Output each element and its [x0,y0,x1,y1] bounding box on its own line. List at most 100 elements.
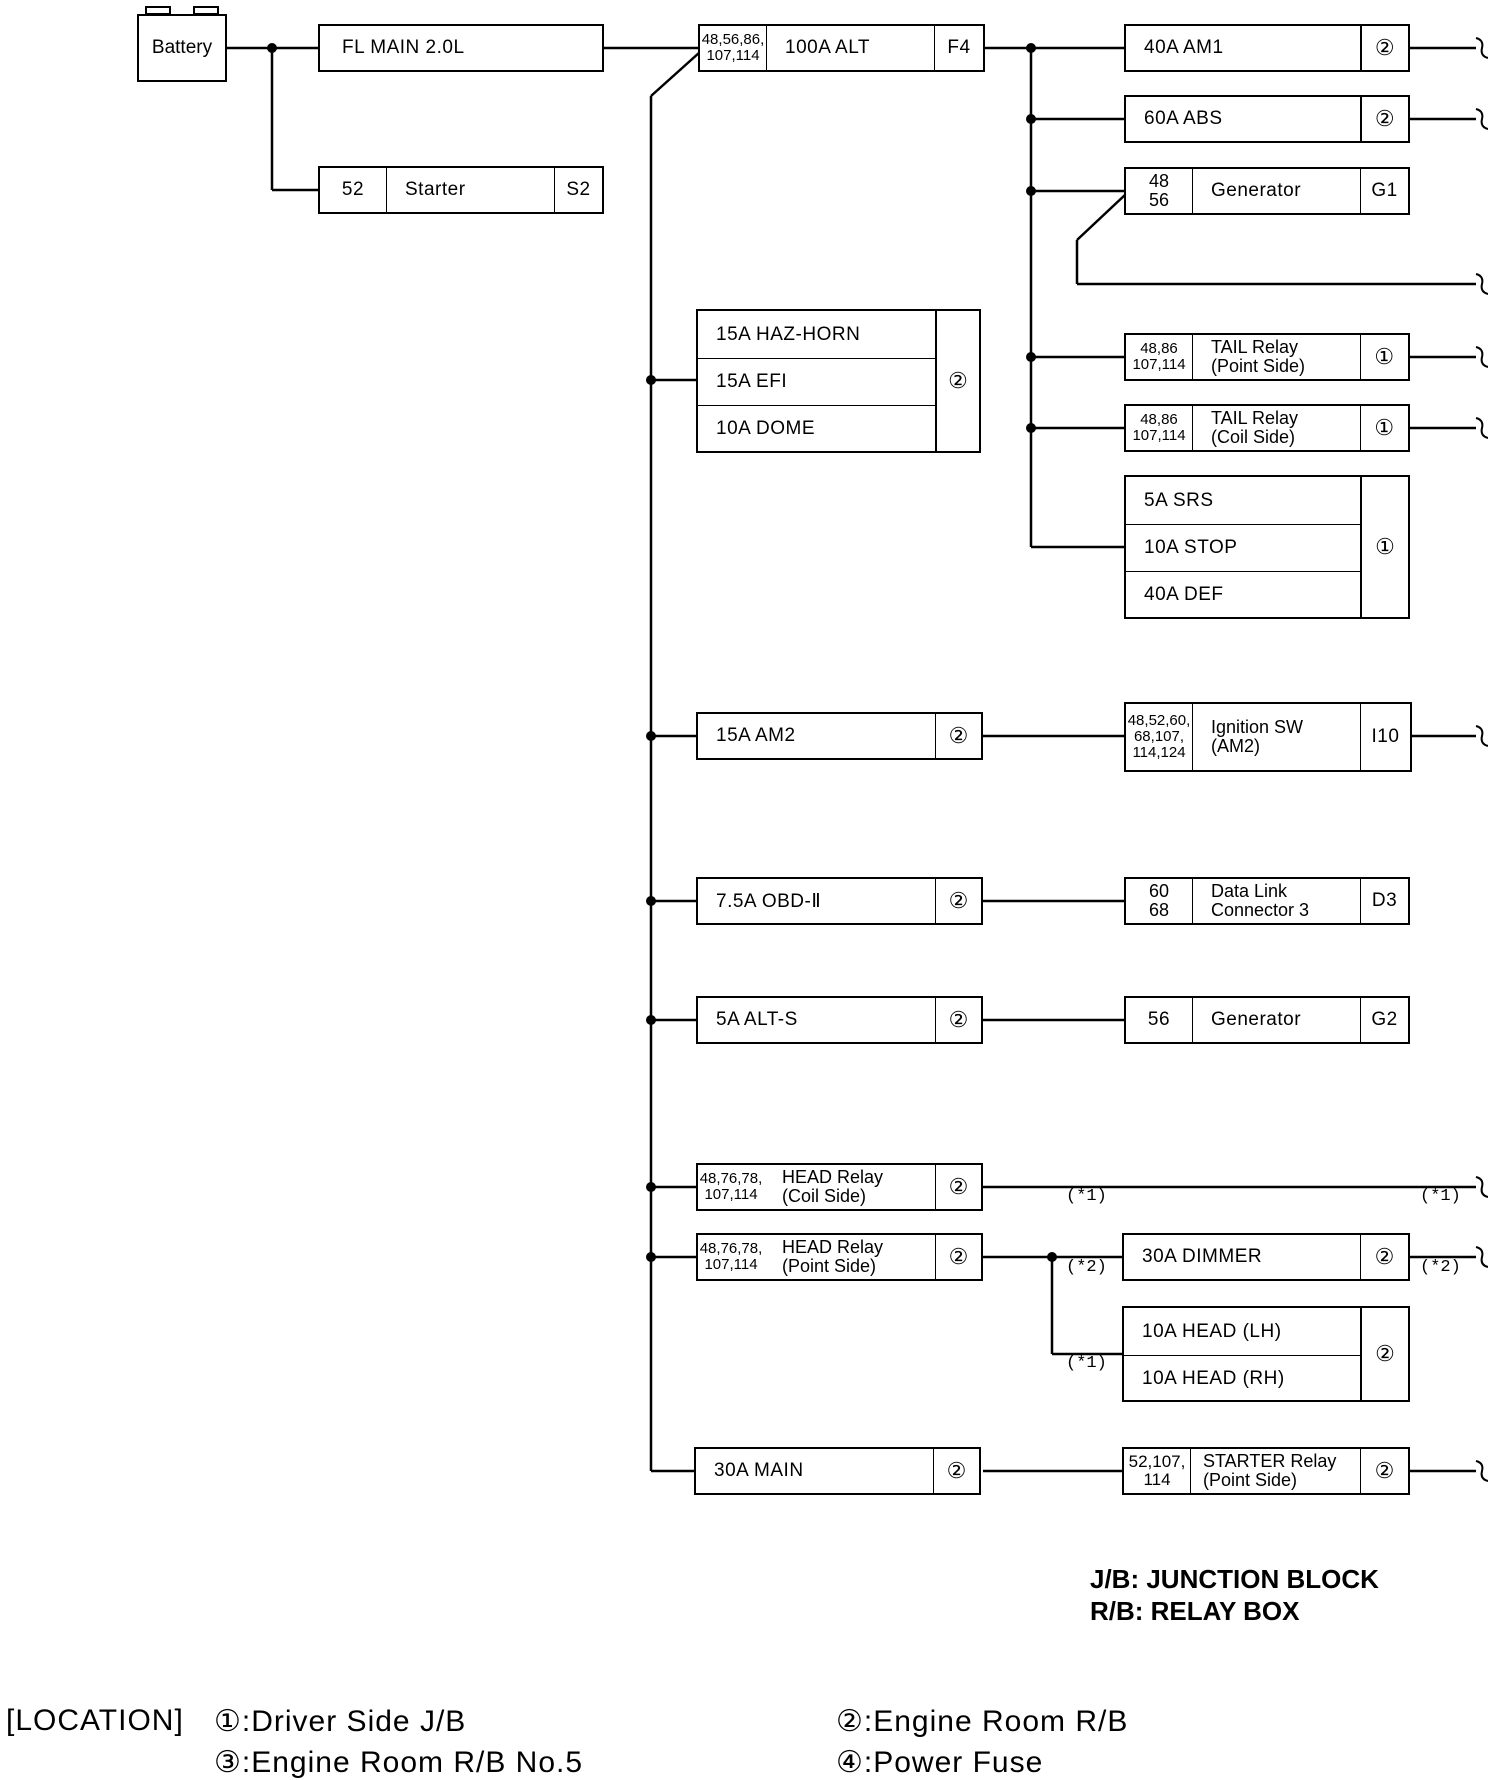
head-coil-location: ② [935,1165,981,1209]
tail-coil-name-line2: (Coil Side) [1211,427,1296,447]
tail-coil-name: TAIL Relay(Coil Side) [1192,406,1360,450]
starter-connector: 52 Starter S2 [318,166,604,214]
srs-group-location: ① [1360,477,1408,617]
dlc-pages-line1: 60 [1148,881,1170,901]
alt-s-fuse: 5A ALT-S ② [696,996,983,1044]
fl-main-label: FL MAIN 2.0L [342,37,465,58]
location-4: ④:Power Fuse [836,1746,1044,1779]
tail-coil-location: ① [1360,406,1408,450]
dlc-code: D3 [1360,879,1408,923]
alt-pages: 48,56,86,107,114 [700,26,766,70]
ign-name: Ignition SW(AM2) [1192,704,1360,770]
am2-location: ② [935,714,981,758]
starter-relay-name-line1: STARTER Relay [1203,1451,1337,1471]
engine-room-fuse-group: 15A HAZ-HORN 15A EFI 10A DOME ② [696,309,981,453]
tail-point-name-line1: TAIL Relay [1211,337,1299,357]
alt-fuse: 48,56,86,107,114 100A ALT F4 [698,24,985,72]
fuse-stop: 10A STOP [1126,524,1360,571]
head-relay-coil-side: 48,76,78,107,114 HEAD Relay(Coil Side) ② [696,1163,983,1211]
starter-relay-pages-line1: 52,107, [1128,1452,1186,1471]
note-star1-right: (*1) [1420,1187,1461,1206]
tail-coil-pages-line1: 48,86 [1140,411,1178,428]
ign-pages-line2: 68,107, [1133,728,1185,745]
legend-junction-block: J/B: JUNCTION BLOCK [1090,1564,1379,1594]
dimmer-location: ② [1360,1235,1408,1279]
main-fuse: 30A MAIN ② [694,1447,981,1495]
main-name: 30A MAIN [714,1460,804,1481]
head-coil-name-line2: (Coil Side) [782,1186,867,1206]
fuse-head-lh: 10A HEAD (LH) [1142,1320,1282,1342]
driver-side-fuse-group: 5A SRS 10A STOP 40A DEF ① [1124,475,1410,619]
am1-location: ② [1360,26,1408,70]
head-relay-point-side: 48,76,78,107,114 HEAD Relay(Point Side) … [696,1233,983,1281]
gen1-pages-line2: 56 [1148,190,1170,210]
head-coil-name-line1: HEAD Relay [782,1167,884,1187]
head-point-name-line2: (Point Side) [782,1256,877,1276]
location-1: ①:Driver Side J/B [214,1705,467,1738]
note-star1-left: (*1) [1066,1187,1107,1206]
location-label: [LOCATION] [6,1704,184,1737]
head-point-name-line1: HEAD Relay [782,1237,884,1257]
starter-relay-pages: 52,107,114 [1124,1449,1190,1493]
head-coil-name: HEAD Relay(Coil Side) [764,1165,935,1209]
am1-name: 40A AM1 [1144,37,1224,58]
am2-name: 15A AM2 [716,725,796,746]
location-3: ③:Engine Room R/B No.5 [214,1746,584,1779]
alt-s-name: 5A ALT-S [716,1009,798,1030]
starter-relay-name: STARTER Relay(Point Side) [1190,1449,1360,1493]
tail-point-name: TAIL Relay(Point Side) [1192,335,1360,379]
head-coil-pages-line2: 107,114 [704,1186,758,1203]
fuse-def: 40A DEF [1126,571,1360,618]
head-point-name: HEAD Relay(Point Side) [764,1235,935,1279]
fuse-efi: 15A EFI [698,358,935,405]
tail-point-pages-line2: 107,114 [1132,356,1186,373]
note-star1-head: (*1) [1066,1354,1107,1373]
abs-name: 60A ABS [1144,108,1223,129]
head-point-pages: 48,76,78,107,114 [698,1235,764,1279]
starter-name: Starter [386,168,554,212]
tail-point-pages-line1: 48,86 [1140,340,1178,357]
generator-g2-connector: 56 Generator G2 [1124,996,1410,1044]
starter-pages: 52 [341,179,365,200]
alt-s-location: ② [935,998,981,1042]
gen2-code: G2 [1360,998,1408,1042]
starter-code: S2 [554,168,602,212]
tail-point-location: ① [1360,335,1408,379]
dlc-name-line2: Connector 3 [1211,900,1310,920]
fuse-srs: 5A SRS [1144,489,1214,511]
ign-pages-line3: 114,124 [1132,744,1186,761]
location-2: ②:Engine Room R/B [836,1705,1129,1738]
alt-code: F4 [934,26,983,70]
gen2-name: Generator [1192,998,1360,1042]
head-coil-pages-line1: 48,76,78, [699,1170,763,1187]
ign-pages-line1: 48,52,60, [1127,712,1191,729]
tail-coil-pages-line2: 107,114 [1132,427,1186,444]
fuse-haz-horn: 15A HAZ-HORN [716,323,861,345]
head-group-location: ② [1360,1308,1408,1400]
legend-abbreviations: J/B: JUNCTION BLOCK R/B: RELAY BOX [1090,1563,1379,1627]
ign-name-line2: (AM2) [1211,736,1260,756]
head-point-pages-line1: 48,76,78, [699,1240,763,1257]
ign-name-line1: Ignition SW [1211,717,1304,737]
starter-relay-location: ② [1360,1449,1408,1493]
starter-relay-pages-line2: 114 [1143,1470,1171,1489]
obd-fuse: 7.5A OBD-Ⅱ ② [696,877,983,925]
note-star2-left: (*2) [1066,1258,1107,1277]
abs-fuse: 60A ABS ② [1124,95,1410,143]
head-fuse-group: 10A HEAD (LH) 10A HEAD (RH) ② [1122,1306,1410,1402]
obd-name: 7.5A OBD-Ⅱ [716,890,822,912]
head-coil-pages: 48,76,78,107,114 [698,1165,764,1209]
gen1-name: Generator [1192,169,1360,213]
am2-fuse: 15A AM2 ② [696,712,983,760]
dlc-pages-line2: 68 [1148,900,1170,920]
legend-relay-box: R/B: RELAY BOX [1090,1596,1300,1626]
alt-name: 100A ALT [766,26,934,70]
